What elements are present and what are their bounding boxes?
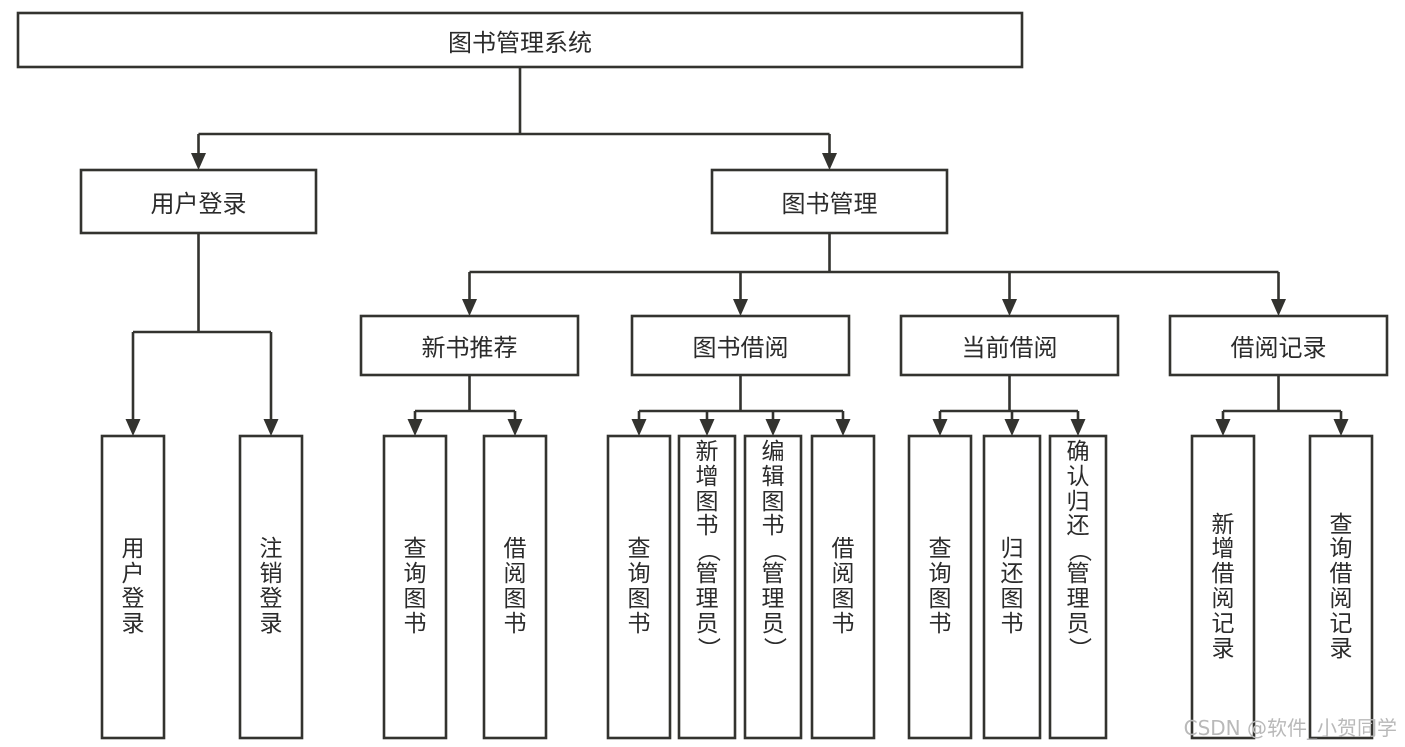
node-book-borrow[interactable]	[630, 314, 851, 377]
node-leaf-query-book-rec[interactable]	[382, 434, 448, 740]
node-leaf-query-book-cur[interactable]	[907, 434, 973, 740]
node-current-borrow[interactable]	[899, 314, 1120, 377]
node-root[interactable]	[16, 11, 1024, 69]
node-new-book-rec[interactable]	[359, 314, 580, 377]
boxes-layer	[16, 11, 1389, 740]
node-leaf-query-record[interactable]	[1308, 434, 1374, 740]
node-leaf-return-book[interactable]	[982, 434, 1042, 740]
node-leaf-query-book-borrow[interactable]	[606, 434, 672, 740]
node-borrow-record[interactable]	[1168, 314, 1389, 377]
node-leaf-borrow-book-rec[interactable]	[482, 434, 548, 740]
connectors-layer	[125, 67, 1349, 436]
node-leaf-add-book[interactable]	[677, 434, 737, 740]
node-book-manage[interactable]	[710, 168, 949, 235]
node-leaf-borrow-book[interactable]	[810, 434, 876, 740]
node-leaf-logout[interactable]	[238, 434, 304, 740]
node-leaf-confirm-return[interactable]	[1048, 434, 1108, 740]
node-user-login[interactable]	[79, 168, 318, 235]
node-leaf-user-login[interactable]	[100, 434, 166, 740]
node-leaf-add-record[interactable]	[1190, 434, 1256, 740]
node-leaf-edit-book[interactable]	[743, 434, 803, 740]
